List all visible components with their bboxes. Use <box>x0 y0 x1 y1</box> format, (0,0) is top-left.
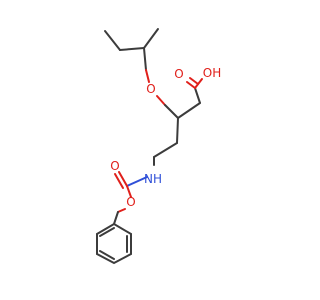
carboxylic-acid: O OH <box>174 66 221 119</box>
bond-c-o-double-1 <box>186 81 196 89</box>
bond-ch-ch2-acid <box>177 102 201 119</box>
bond-ch2-carboxyl <box>194 87 201 104</box>
ether-linker <box>156 95 179 119</box>
carbamate-carbonyl-oxygen-label: O <box>110 159 119 173</box>
ring-double-bond-3 <box>99 227 115 237</box>
bond-c-o-double-2 <box>189 77 199 85</box>
bond-ch2-ring <box>113 211 119 225</box>
acid-hydroxyl-label: OH <box>203 66 221 80</box>
structure-canvas: O O OH NH O <box>96 28 222 265</box>
bond-o-ch2 <box>156 95 166 106</box>
ethyl-chain <box>153 117 179 166</box>
bond-ch2-ch <box>119 47 145 51</box>
bond-ch2-o <box>145 69 150 83</box>
molecule-structure: O O OH NH O <box>96 28 221 265</box>
ether-oxygen-label: O <box>146 82 155 96</box>
bond-ch-methyl <box>143 28 159 49</box>
isobutyl-chain <box>104 28 159 83</box>
bond-c-oh <box>194 78 203 89</box>
carbamate-ester-oxygen-label: O <box>126 195 135 209</box>
bond-ch2-ch <box>164 104 179 119</box>
bond-o-ch2 <box>117 208 126 213</box>
benzene-ring <box>96 222 132 265</box>
acid-carbonyl-oxygen-label: O <box>174 67 183 81</box>
bond-c-o-ester <box>126 185 132 198</box>
carbamate: O O <box>110 159 148 209</box>
amine-label: NH <box>144 172 162 186</box>
bond-ch3-ch2 <box>104 30 121 51</box>
benzyl-group <box>96 208 132 265</box>
bond-ch-ch2 <box>176 117 179 144</box>
bond-ch-ch2 <box>143 47 147 71</box>
bond-ch2-ch2 <box>153 142 178 158</box>
ring-double-bond-2 <box>99 250 115 260</box>
bond-c-o-double-2 <box>114 173 124 189</box>
bond-n-c <box>126 176 148 187</box>
bond-c-o-double-1 <box>118 171 128 187</box>
